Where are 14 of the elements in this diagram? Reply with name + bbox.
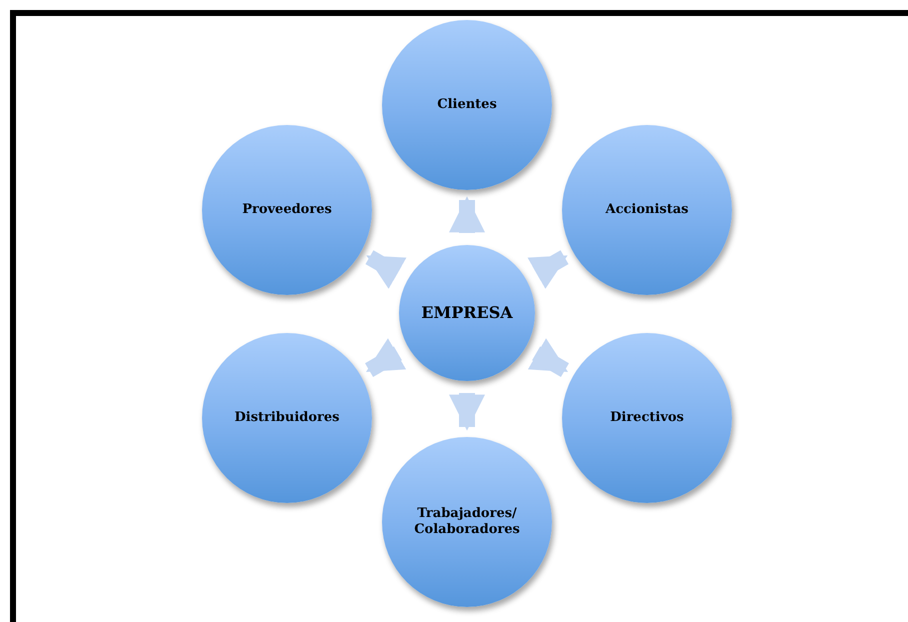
circle-label: Distribuidores: [234, 410, 340, 426]
circle-label: Clientes: [437, 97, 497, 113]
block-arrow: [449, 393, 485, 431]
block-arrow: [449, 196, 485, 233]
circle-label: Accionistas: [606, 202, 688, 218]
circle-label: Directivos: [610, 410, 684, 426]
stakeholder-circle: [399, 245, 535, 381]
block-arrow: [366, 250, 407, 289]
block-arrow: [527, 250, 568, 289]
circle-label: Proveedores: [242, 202, 332, 218]
circle-label: Trabajadores/ Colaboradores: [413, 506, 521, 538]
circle-label: EMPRESA: [421, 303, 513, 323]
block-arrow: [528, 338, 569, 378]
block-arrow: [365, 338, 406, 378]
